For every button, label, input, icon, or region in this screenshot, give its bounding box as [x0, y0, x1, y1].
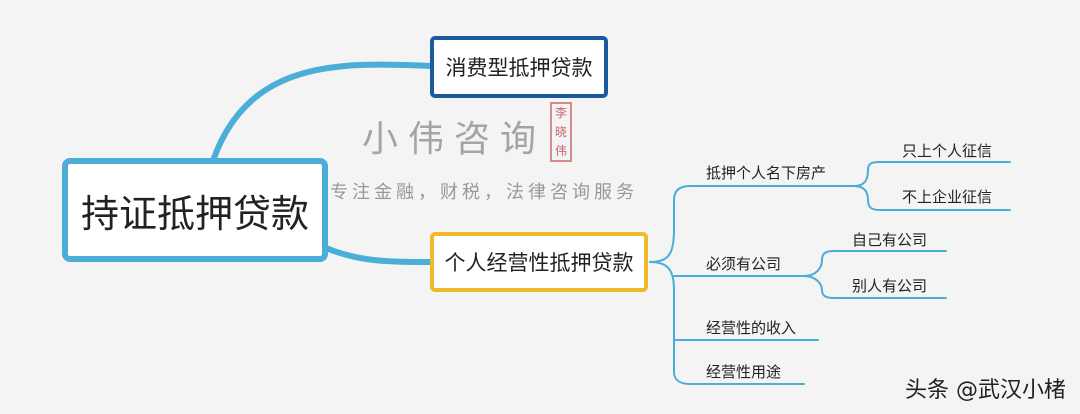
personal-credit-only-node[interactable]: 只上个人征信 — [902, 142, 993, 160]
root-node-label: 持证抵押贷款 — [80, 191, 309, 236]
watermark-subtitle: 专注金融，财税，法律咨询服务 — [330, 182, 638, 203]
business-purpose-node[interactable]: 经营性用途 — [706, 363, 782, 381]
root-to-consumer-connector — [211, 61, 433, 161]
business-income-node[interactable]: 经营性的收入 — [706, 319, 797, 337]
business-trunk — [649, 185, 691, 263]
root-to-business-connector — [323, 245, 433, 265]
must-have-company-node[interactable]: 必须有公司 — [706, 255, 782, 273]
collateral-personal-property-node[interactable]: 抵押个人名下房产 — [706, 164, 827, 182]
business-trunk-lower — [649, 261, 691, 385]
collateral-fork — [853, 161, 881, 211]
business-mortgage-node[interactable]: 个人经营性抵押贷款 — [430, 232, 648, 292]
no-enterprise-credit-node[interactable]: 不上企业征信 — [902, 188, 993, 206]
watermark-seal: 李晓伟 — [550, 102, 572, 162]
consumer-mortgage-label: 消费型抵押贷款 — [445, 56, 593, 80]
watermark-title: 小伟咨询 — [362, 119, 547, 160]
own-company-node[interactable]: 自己有公司 — [852, 231, 928, 249]
root-node[interactable]: 持证抵押贷款 — [62, 158, 328, 262]
business-mortgage-label: 个人经营性抵押贷款 — [444, 251, 634, 275]
brand-watermark: 头条 @武汉小楮 — [905, 378, 1066, 403]
company-fork — [803, 250, 835, 299]
consumer-mortgage-node[interactable]: 消费型抵押贷款 — [430, 36, 608, 98]
others-company-node[interactable]: 别人有公司 — [852, 277, 928, 295]
